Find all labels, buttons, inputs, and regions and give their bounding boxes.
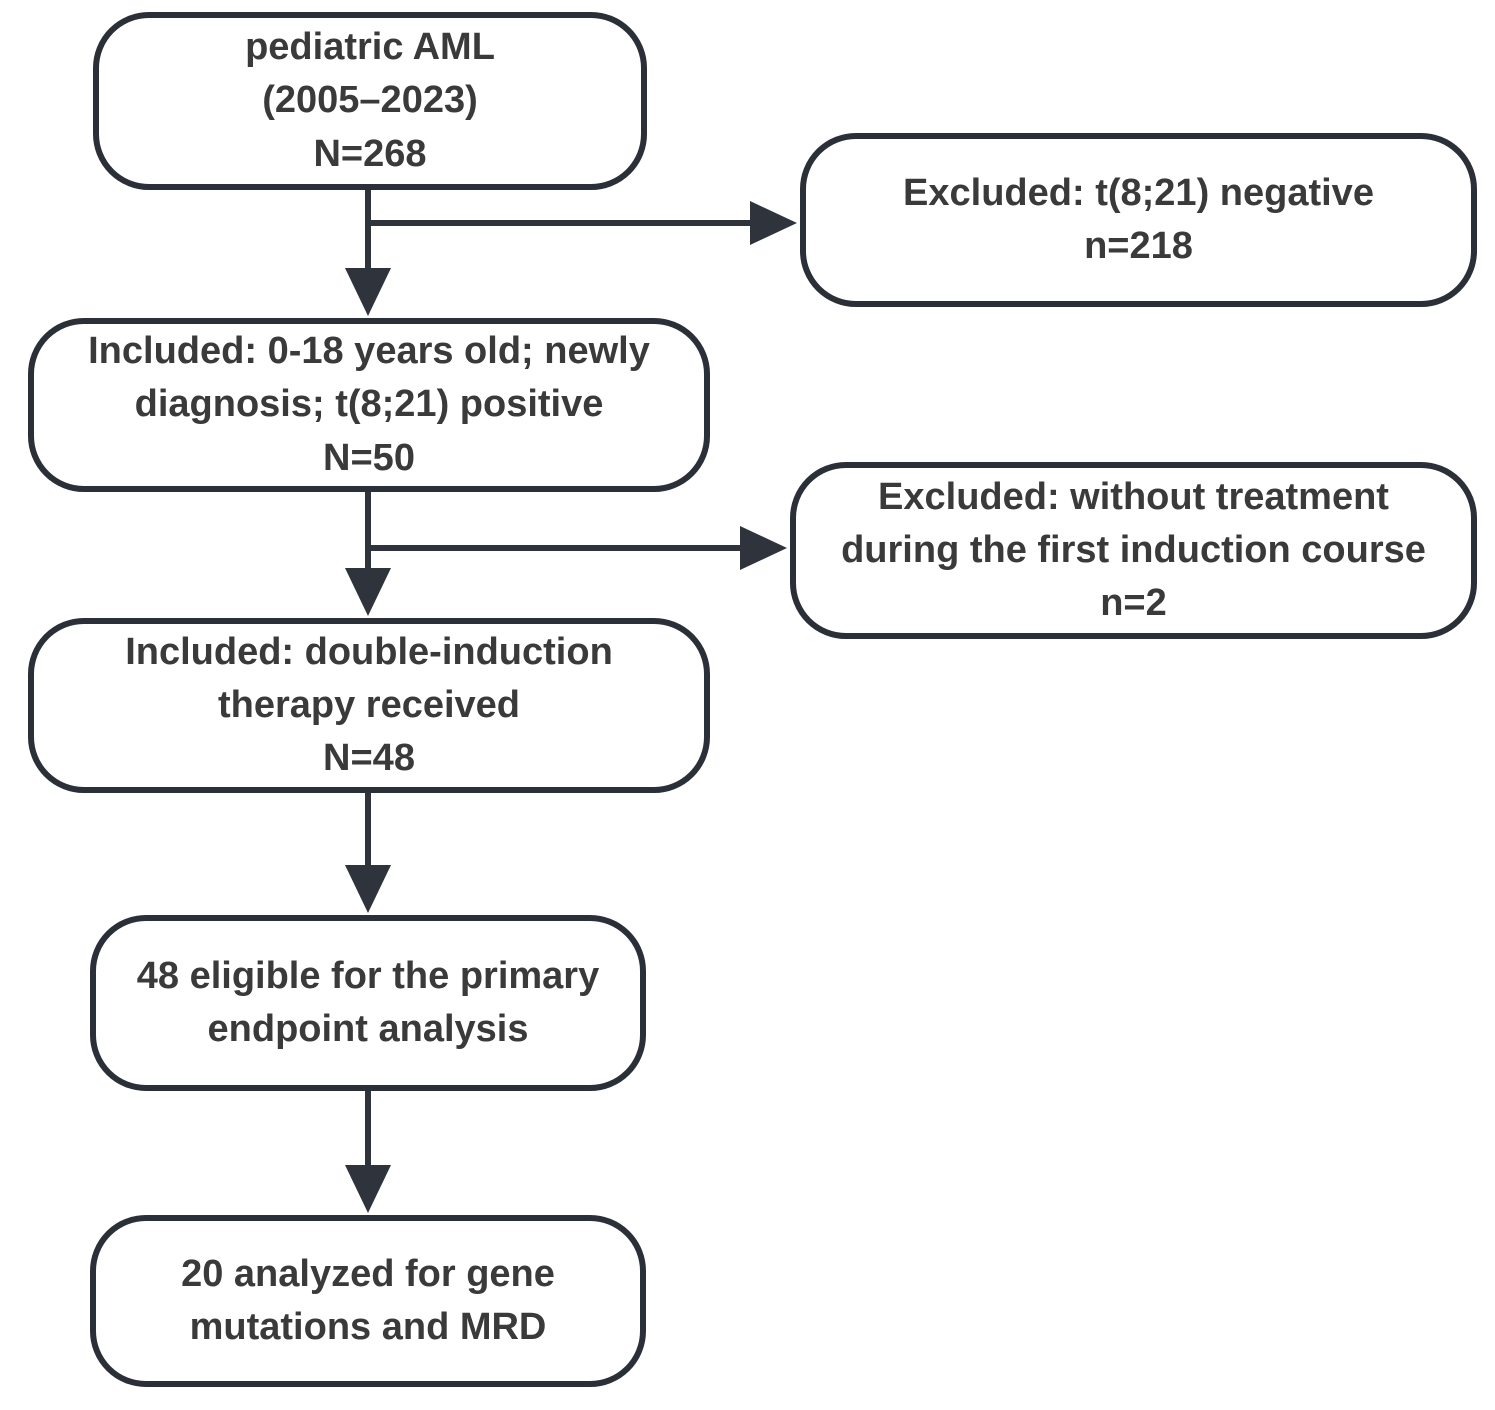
box-text-line: therapy received xyxy=(217,683,521,726)
box-text-line: diagnosis; t(8;21) positive xyxy=(134,383,604,426)
flow-box-excluded-without-treatment: Excluded: without treatment during the f… xyxy=(790,462,1477,639)
flow-box-eligible-primary-endpoint: 48 eligible for the primary endpoint ana… xyxy=(90,915,646,1091)
flow-box-pediatric-aml: pediatric AML (2005–2023) N=268 xyxy=(93,12,647,190)
box-text-line: mutations and MRD xyxy=(189,1306,547,1348)
flow-box-analyzed-gene-mutations: 20 analyzed for gene mutations and MRD xyxy=(90,1215,646,1387)
box-text-line: pediatric AML xyxy=(245,26,495,69)
flow-box-included-newly-diagnosed: Included: 0-18 years old; newly diagnosi… xyxy=(28,318,710,492)
box-text-line: Included: double-induction xyxy=(125,630,613,673)
flow-box-included-double-induction: Included: double-induction therapy recei… xyxy=(28,618,710,793)
arrowhead-down-icon xyxy=(345,1165,391,1213)
arrowhead-right-icon xyxy=(740,526,787,570)
box-text-line: Excluded: t(8;21) negative xyxy=(903,171,1374,214)
box-text-line: 20 analyzed for gene xyxy=(181,1252,555,1295)
box-text-line: Included: 0-18 years old; newly xyxy=(88,330,650,373)
arrowhead-down-icon xyxy=(345,865,391,913)
box-text-line: endpoint analysis xyxy=(207,1008,529,1050)
arrowhead-down-icon xyxy=(345,268,391,316)
arrowhead-down-icon xyxy=(345,568,391,616)
box-count-line: N=50 xyxy=(323,436,415,479)
box-text-line: 48 eligible for the primary xyxy=(136,954,600,997)
box-text-line: (2005–2023) xyxy=(262,79,478,122)
box-count-line: N=48 xyxy=(323,737,415,780)
box-count-line: n=218 xyxy=(1084,225,1193,267)
box-text-line: during the first induction course xyxy=(841,528,1426,571)
box-text-line: Excluded: without treatment xyxy=(878,475,1389,518)
flow-box-excluded-t821-negative: Excluded: t(8;21) negative n=218 xyxy=(800,133,1477,307)
box-count-line: N=268 xyxy=(313,132,427,175)
box-count-line: n=2 xyxy=(1100,582,1167,625)
arrowhead-right-icon xyxy=(750,201,797,245)
